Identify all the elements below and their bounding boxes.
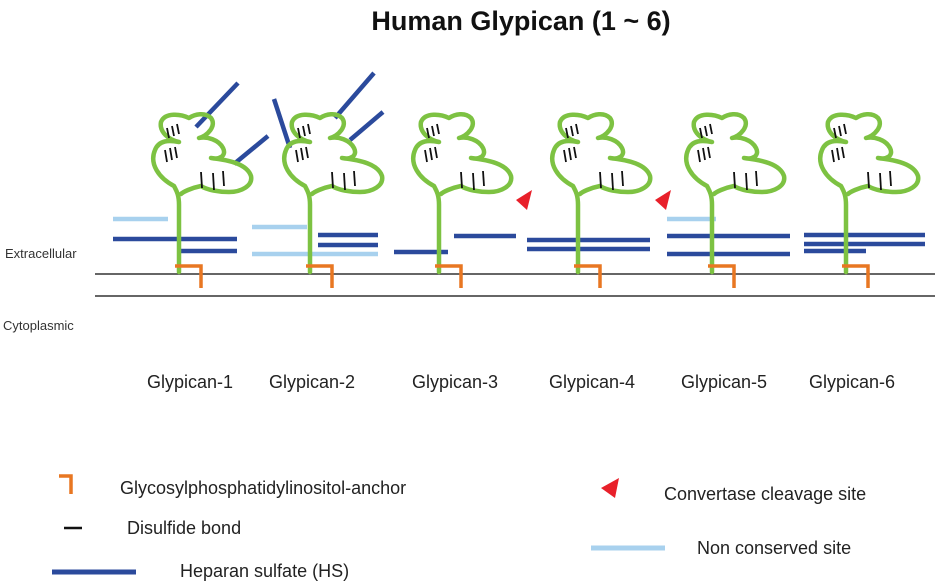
page-title: Human Glypican (1 ~ 6) [371, 6, 670, 36]
glypican-3-disulfide-bond-3 [436, 123, 440, 135]
glypican-1-gpi-anchor-icon [175, 264, 203, 288]
glypican-1-disulfide-bond-3 [176, 123, 180, 135]
glypican-6-disulfide-bond-4 [831, 149, 835, 163]
glypican-3-label: Glypican-3 [412, 372, 498, 392]
glypican-6-disulfide-bond-7 [867, 171, 870, 189]
glypican-2-disulfide-bond-3 [307, 123, 311, 135]
glypican-5-gpi-anchor-icon [708, 264, 736, 288]
legend-non-conserved: Non conserved site [697, 538, 851, 558]
legend-cleavage: Convertase cleavage site [664, 484, 866, 504]
glypican-5-disulfide-bond-9 [755, 170, 758, 187]
glypican-3-disulfide-bond-1 [426, 127, 430, 139]
glypican-2-disulfide-bond-6 [305, 146, 309, 159]
glypican-2-disulfide-bond-8 [343, 172, 346, 191]
glypican-4-disulfide-bond-7 [599, 171, 602, 189]
glypican-2-disulfide-bond-4 [295, 149, 299, 163]
glypican-5-core-protein [684, 112, 787, 275]
glypican-2-disulfide-bond-1 [297, 127, 301, 139]
glypican-4-disulfide-bond-8 [611, 172, 614, 191]
cytoplasmic-label: Cytoplasmic [3, 318, 74, 333]
glypican-5-disulfide-bond-8 [745, 172, 748, 191]
glypican-1-disulfide-bond-1 [166, 127, 170, 139]
glypican-4-disulfide-bond-2 [570, 125, 574, 137]
glypican-3-disulfide-bond-6 [434, 146, 438, 159]
glypican-1-disulfide-bond-4 [164, 149, 168, 163]
glypican-6-disulfide-bond-9 [889, 170, 892, 187]
glypican-1-core-protein [151, 112, 254, 275]
glypican-4-disulfide-bond-3 [575, 123, 579, 135]
glypican-3-cleavage-site-icon [516, 190, 532, 210]
glypican-6-gpi-anchor-icon [842, 264, 870, 288]
glypican-6-disulfide-bond-2 [838, 125, 842, 137]
glypican-2-disulfide-bond-2 [302, 125, 306, 137]
glypican-4-label: Glypican-4 [549, 372, 635, 392]
glypican-5-disulfide-bond-2 [704, 125, 708, 137]
legend-gpi-anchor: Glycosylphosphatidylinositol-anchor [120, 478, 406, 498]
legend-disulfide: Disulfide bond [127, 518, 241, 538]
cleavage-site-icon [601, 478, 619, 498]
glypican-2-hs-chain-2 [333, 71, 376, 120]
glypican-6-disulfide-bond-3 [843, 123, 847, 135]
glypican-1-label: Glypican-1 [147, 372, 233, 392]
glypican-4-disulfide-bond-9 [621, 170, 624, 187]
glypican-4-gpi-anchor-icon [574, 264, 602, 288]
glypican-3-disulfide-bond-5 [429, 147, 433, 161]
gpi-anchor-icon [59, 474, 73, 494]
glypican-3-core-protein [411, 112, 514, 275]
glypican-6-core-protein [818, 112, 921, 275]
glypican-2-disulfide-bond-5 [300, 147, 304, 161]
glypican-5-disulfide-bond-5 [702, 147, 706, 161]
glypican-3-gpi-anchor-icon [435, 264, 463, 288]
glypican-3-molecule [394, 112, 532, 288]
glypican-5-molecule [667, 112, 790, 288]
glypican-3-disulfide-bond-8 [472, 172, 475, 191]
glypican-4-disulfide-bond-6 [573, 146, 577, 159]
glypican-3-disulfide-bond-9 [482, 170, 485, 187]
glypican-1-disulfide-bond-5 [169, 147, 173, 161]
glypican-4-core-protein [550, 112, 653, 275]
glypican-4-molecule [527, 112, 671, 288]
glypican-1-hs-chain-2 [232, 134, 270, 166]
glypican-2-core-protein [282, 112, 385, 275]
glypican-1-disulfide-bond-9 [222, 170, 225, 187]
legend-heparan-sulfate: Heparan sulfate (HS) [180, 561, 349, 581]
glypicans-layer [113, 71, 925, 288]
glypican-1-hs-chain-1 [194, 81, 240, 129]
glypican-2-molecule [252, 71, 385, 288]
glypican-2-label: Glypican-2 [269, 372, 355, 392]
glypican-3-disulfide-bond-2 [431, 125, 435, 137]
glypican-1-disulfide-bond-6 [174, 146, 178, 159]
glypican-5-disulfide-bond-7 [733, 171, 736, 189]
glypican-2-hs-chain-1 [271, 98, 293, 149]
glypican-1-disulfide-bond-2 [171, 125, 175, 137]
glypican-6-disulfide-bond-1 [833, 127, 837, 139]
glypican-6-disulfide-bond-5 [836, 147, 840, 161]
glypican-5-disulfide-bond-1 [699, 127, 703, 139]
glypican-2-disulfide-bond-9 [353, 170, 356, 187]
glypican-2-gpi-anchor-icon [306, 264, 334, 288]
glypican-3-disulfide-bond-4 [424, 149, 428, 163]
glypican-6-molecule [804, 112, 925, 288]
glypican-2-hs-chain-3 [348, 110, 385, 142]
glypican-6-disulfide-bond-6 [841, 146, 845, 159]
glypican-4-disulfide-bond-5 [568, 147, 572, 161]
glypican-5-label: Glypican-5 [681, 372, 767, 392]
glypican-5-disulfide-bond-4 [697, 149, 701, 163]
glypican-4-disulfide-bond-4 [563, 149, 567, 163]
glypican-2-disulfide-bond-7 [331, 171, 334, 189]
glypican-4-cleavage-site-icon [655, 190, 671, 210]
legend: Glycosylphosphatidylinositol-anchor Disu… [52, 474, 866, 581]
glypican-1-molecule [113, 81, 270, 288]
glypican-6-label: Glypican-6 [809, 372, 895, 392]
glypican-5-disulfide-bond-6 [707, 146, 711, 159]
glypican-1-disulfide-bond-7 [200, 171, 203, 189]
extracellular-label: Extracellular [5, 246, 77, 261]
glypican-3-disulfide-bond-7 [460, 171, 463, 189]
glypican-6-disulfide-bond-8 [879, 172, 882, 191]
glypican-5-disulfide-bond-3 [709, 123, 713, 135]
glypican-4-disulfide-bond-1 [565, 127, 569, 139]
glypican-1-disulfide-bond-8 [212, 172, 215, 191]
